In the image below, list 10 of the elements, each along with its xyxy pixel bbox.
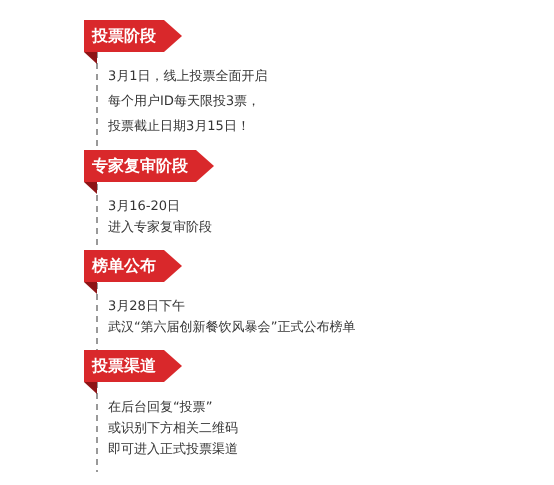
body-text: 3月1日，线上投票全面开启: [108, 68, 268, 86]
body-text: 进入专家复审阶段: [108, 219, 212, 237]
body-text: 每个用户ID每天限投3票，: [108, 93, 260, 111]
body-text: 3月16-20日: [108, 198, 180, 216]
body-text: 3月28日下午: [108, 298, 185, 316]
body-text: 即可进入正式投票渠道: [108, 441, 238, 459]
body-text: 或识别下方相关二维码: [108, 420, 238, 438]
body-text: 武汉“第六届创新餐饮风暴会”正式公布榜单: [108, 319, 356, 337]
body-text: 在后台回复“投票”: [108, 399, 212, 417]
body-text: 投票截止日期3月15日！: [108, 118, 250, 136]
